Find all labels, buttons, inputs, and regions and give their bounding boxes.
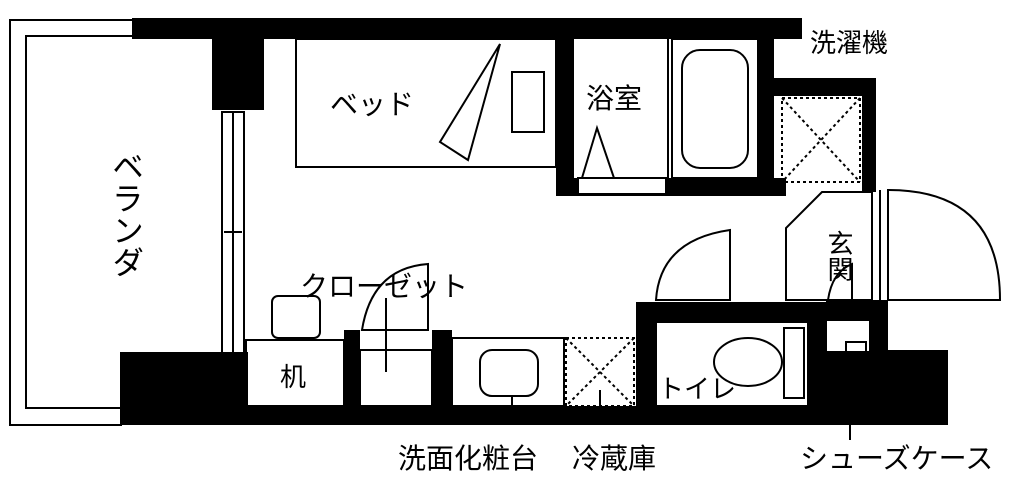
entrance-step — [785, 191, 873, 301]
desk — [245, 339, 345, 407]
room-labels: ベッド 浴室 洗濯機 玄関 ベランダ クローゼット 机 トイレ 洗面化粧台 冷蔵… — [107, 29, 993, 475]
veranda-area — [9, 19, 132, 426]
toilet-tank — [783, 327, 805, 399]
label-entrance: 玄関 — [823, 230, 853, 282]
bed — [295, 38, 557, 168]
toilet-room — [655, 321, 809, 407]
bath-threshold — [577, 177, 667, 195]
walls — [120, 18, 948, 425]
vanity-basin — [479, 349, 539, 397]
label-shoe-case: シューズケース — [800, 442, 993, 475]
label-bathroom: 浴室 — [586, 82, 642, 115]
label-vanity: 洗面化粧台 — [398, 442, 538, 475]
label-toilet: トイレ — [658, 375, 736, 405]
entrance-door-swing — [887, 188, 1002, 301]
label-veranda: ベランダ — [107, 150, 145, 278]
hall-door-swing — [654, 228, 731, 301]
chair — [271, 295, 321, 339]
closet-door-swing — [360, 262, 429, 331]
label-bed: ベッド — [330, 88, 414, 121]
bed-pillow — [511, 71, 545, 133]
bed-pillow-shape — [438, 43, 501, 162]
bath-sink — [580, 124, 616, 179]
label-washing-machine: 洗濯機 — [810, 29, 888, 59]
label-desk: 机 — [280, 363, 306, 393]
washing-machine-pan — [781, 97, 861, 183]
vanity — [451, 337, 565, 407]
bathtub-inner — [681, 49, 749, 169]
bathtub — [671, 38, 759, 179]
label-refrigerator: 冷蔵庫 — [572, 442, 656, 475]
fixtures — [221, 38, 1002, 440]
label-closet: クローゼット — [300, 270, 468, 303]
toilet-bowl — [713, 337, 783, 387]
